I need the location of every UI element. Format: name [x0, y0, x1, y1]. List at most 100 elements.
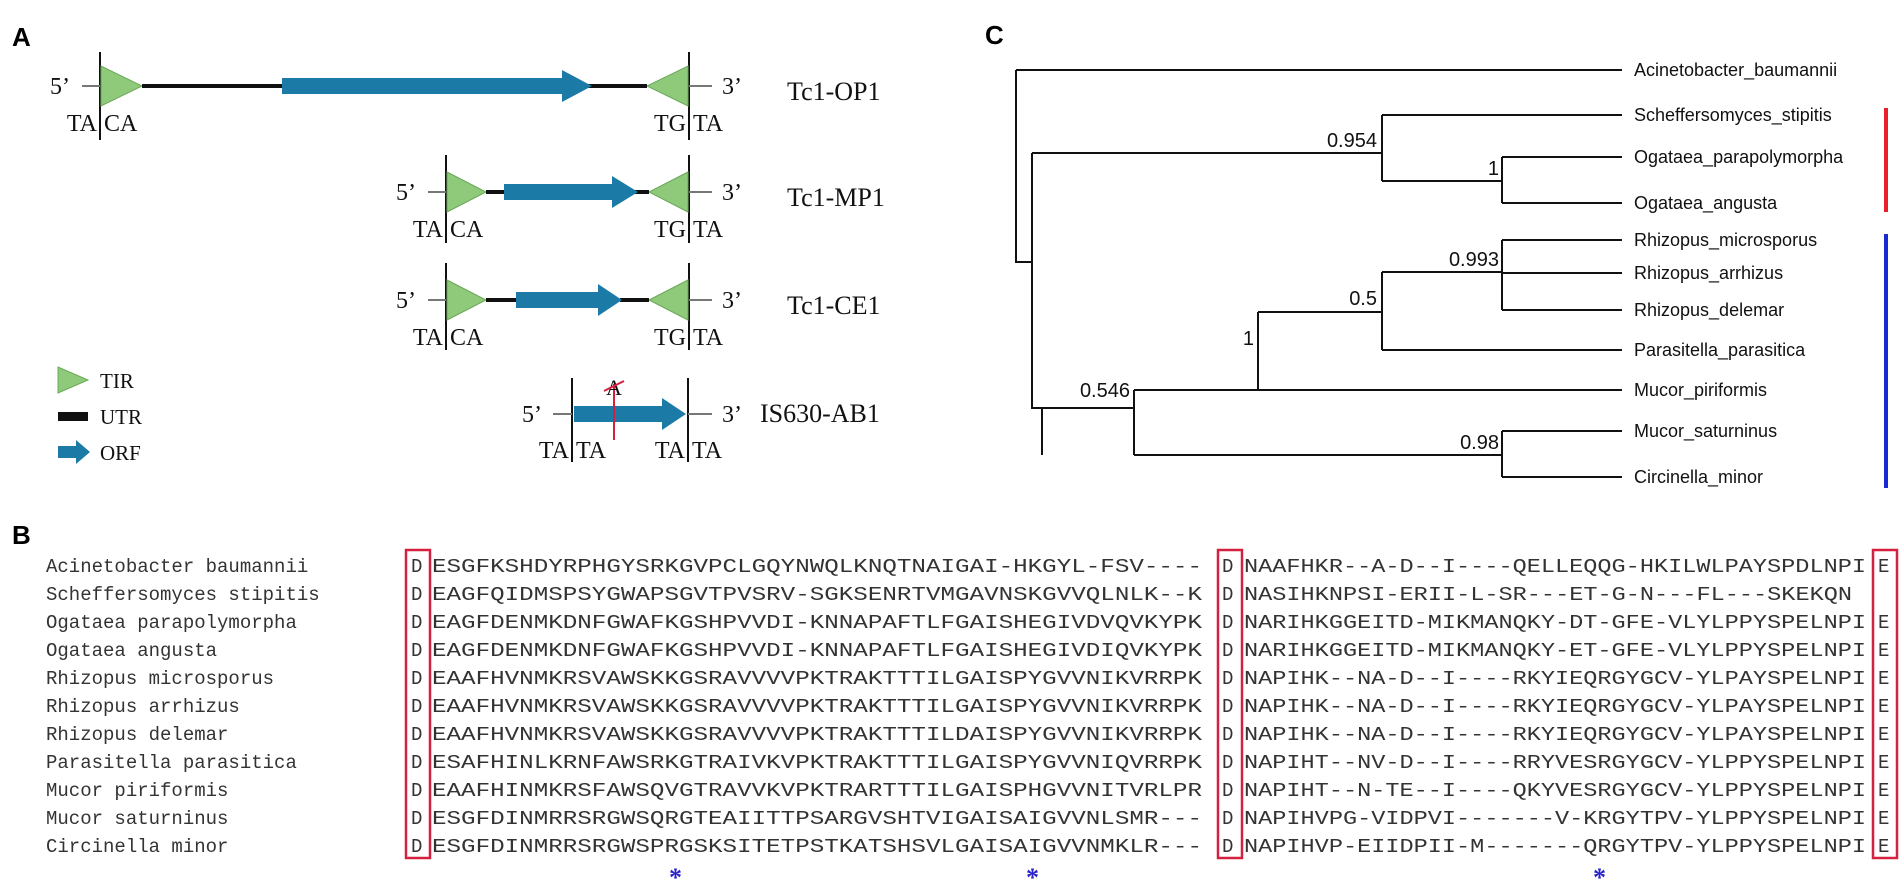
species-label: Rhizopus arrhizus [46, 696, 240, 718]
sequence-segment: NAPIHK--NA-D--I----RKYIEQRGYGCV-YLPAYSPE… [1244, 668, 1866, 690]
sequence-segment: EAGFDENMKDNFGWAFKGSHPVVDI-KNNAPAFTLFGAIS… [432, 640, 1203, 662]
sequence-segment: EAGFDENMKDNFGWAFKGSHPVVDI-KNNAPAFTLFGAIS… [432, 612, 1203, 634]
support-value: 0.5 [1349, 288, 1377, 310]
panel-label-a: A [12, 22, 31, 52]
taxon-label: Ogataea_angusta [1634, 193, 1778, 214]
species-label: Ogataea parapolymorpha [46, 612, 297, 634]
sequence-segment: ESGFDINMRRSRGWSQRGTEAIITTPSARGVSHTVIGAIS… [432, 808, 1202, 830]
orf-arrow [516, 284, 622, 316]
transposon-row-tc1-ce1: 5’ 3’ TA CA TG TA Tc1-CE1 [396, 263, 881, 351]
transposon-name: Tc1-CE1 [787, 291, 881, 320]
species-label: Rhizopus microsporus [46, 668, 274, 690]
taxon-label: Mucor_saturninus [1634, 421, 1777, 442]
branch [1031, 262, 1042, 409]
left-site-outer: TA [539, 438, 570, 464]
residue-d: D [411, 808, 422, 830]
motif-e-column: E E E E E E E E E E [1878, 556, 1889, 858]
orf-arrow [504, 176, 638, 208]
residue-d: D [1222, 556, 1233, 578]
strike-mark [603, 380, 625, 392]
left-tir-triangle [100, 65, 144, 107]
transposon-name: Tc1-OP1 [787, 77, 881, 106]
tree-taxa: Acinetobacter_baumannii Scheffersomyces_… [1634, 60, 1844, 488]
support-value: 0.993 [1449, 249, 1499, 271]
right-site-outer: TA [693, 217, 724, 243]
star-marker: * [1026, 863, 1039, 892]
residue-d: D [1222, 640, 1233, 662]
residue-d: D [411, 612, 422, 634]
left-site-inner: CA [450, 325, 484, 351]
legend: TIR UTR ORF [57, 366, 142, 465]
residue-d: D [1222, 612, 1233, 634]
sequence-segment: EAAFHVNMKRSVAWSKKGSRAVVVVPKTRAKTTTILGAIS… [432, 696, 1203, 718]
taxon-label: Ogataea_parapolymorpha [1634, 147, 1844, 168]
right-site-inner: TA [655, 438, 686, 464]
left-site-outer: TA [67, 111, 98, 137]
residue-e: E [1878, 836, 1889, 858]
phylogenetic-tree-panel: Acinetobacter_baumannii Scheffersomyces_… [1015, 60, 1888, 488]
support-value: 0.98 [1460, 432, 1499, 454]
tree-branches [1015, 69, 1622, 478]
sequence-segment: NAPIHVPG-VIDPVI-------V-KRGYTPV-YLPPYSPE… [1244, 808, 1866, 830]
residue-d: D [411, 584, 422, 606]
legend-label-utr: UTR [100, 405, 142, 429]
triangle-icon [57, 366, 90, 394]
right-site-outer: TA [693, 325, 724, 351]
sequence-segment: NAAFHKR--A-D--I----QELLEQQG-HKILWLPAYSPD… [1244, 556, 1866, 578]
three-prime-label: 3’ [722, 402, 742, 428]
residue-d: D [411, 836, 422, 858]
sequence-segment: NARIHKGGEITD-MIKMANQKY-DT-GFE-VLYLPPYSPE… [1244, 612, 1866, 634]
taxon-label: Mucor_piriformis [1634, 380, 1767, 401]
star-marker: * [1593, 863, 1606, 892]
left-site-inner: TA [576, 438, 607, 464]
right-site-inner: TG [654, 325, 686, 351]
residue-d: D [1222, 752, 1233, 774]
alignment-segment-2: NAAFHKR--A-D--I----QELLEQQG-HKILWLPAYSPD… [1244, 556, 1866, 858]
residue-d: D [411, 556, 422, 578]
left-site-inner: CA [450, 217, 484, 243]
right-tir-triangle [647, 171, 689, 213]
sequence-segment: NAPIHK--NA-D--I----RKYIEQRGYGCV-YLPAYSPE… [1244, 724, 1866, 746]
support-values: 0.954 1 0.993 0.5 1 0.546 0.98 [1080, 130, 1499, 454]
sequence-segment: EAAFHVNMKRSVAWSKKGSRAVVVVPKTRAKTTTILGAIS… [432, 668, 1203, 690]
five-prime-label: 5’ [50, 74, 70, 100]
taxon-label: Rhizopus_delemar [1634, 300, 1784, 321]
residue-d: D [1222, 836, 1233, 858]
motif-d2-column: D D D D D D D D D D D [1222, 556, 1233, 858]
sequence-segment: ESAFHINLKRNFAWSRKGTRAIVKVPKTRAKTTTILGAIS… [432, 752, 1203, 774]
taxon-label: Rhizopus_microsporus [1634, 230, 1817, 251]
motif-d1-column: D D D D D D D D D D D [411, 556, 422, 858]
residue-d: D [1222, 696, 1233, 718]
residue-d: D [411, 752, 422, 774]
residue-d: D [411, 724, 422, 746]
transposon-row-tc1-mp1: 5’ 3’ TA CA TG TA Tc1-MP1 [396, 155, 885, 243]
sequence-segment: NAPIHK--NA-D--I----RKYIEQRGYGCV-YLPAYSPE… [1244, 696, 1866, 718]
legend-label-orf: ORF [100, 441, 141, 465]
conservation-stars: * * * [669, 863, 1606, 892]
panel-label-c: C [985, 20, 1004, 50]
alignment-segment-1: ESGFKSHDYRPHGYSRKGVPCLGQYNWQLKNQTNAIGAI-… [432, 556, 1203, 858]
residue-e: E [1878, 752, 1889, 774]
taxon-label: Scheffersomyces_stipitis [1634, 105, 1832, 126]
residue-e: E [1878, 668, 1889, 690]
left-site-outer: TA [413, 325, 444, 351]
motif-box-d2 [1216, 548, 1244, 860]
species-label: Parasitella parasitica [46, 752, 297, 774]
support-value: 0.954 [1327, 130, 1377, 152]
residue-e: E [1878, 556, 1889, 578]
right-site-inner: TG [654, 217, 686, 243]
arrow-icon [58, 440, 90, 464]
sequence-segment: NAPIHVP-EIIDPII-M-------QRGYTPV-YLPPYSPE… [1244, 836, 1866, 858]
left-site-outer: TA [413, 217, 444, 243]
residue-e: E [1878, 612, 1889, 634]
residue-d: D [1222, 808, 1233, 830]
sequence-segment: NARIHKGGEITD-MIKMANQKY-ET-GFE-VLYLPPYSPE… [1244, 640, 1866, 662]
left-tir-triangle [446, 171, 488, 213]
star-marker: * [669, 863, 682, 892]
right-site-inner: TG [654, 111, 686, 137]
sequence-segment: ESGFDINMRRSRGWSPRGSKSITETPSTKATSHSVLGAIS… [432, 836, 1202, 858]
species-label: Acinetobacter baumannii [46, 556, 308, 578]
orf-arrow [282, 70, 592, 102]
support-value: 1 [1488, 158, 1499, 180]
